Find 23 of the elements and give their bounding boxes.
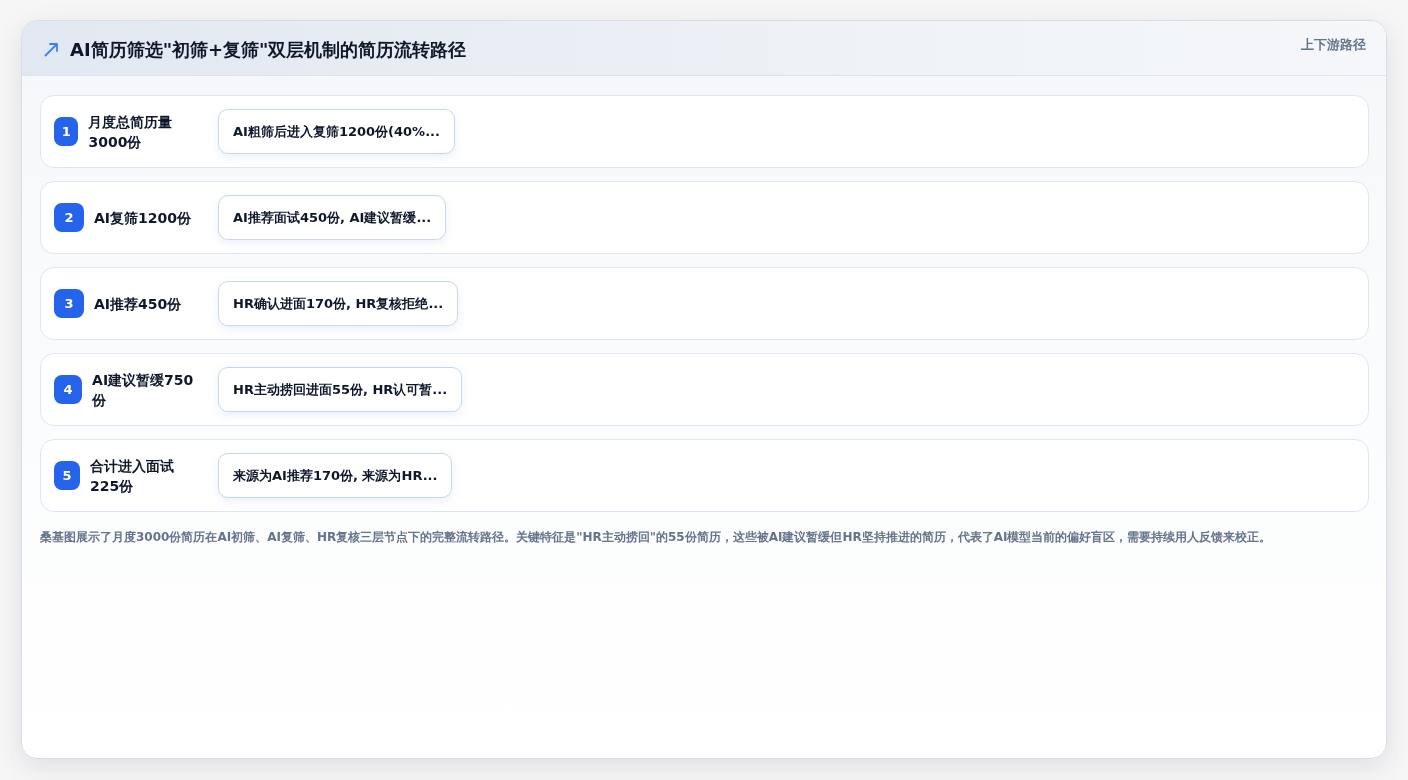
stage-row <box>40 95 1369 168</box>
stage-row <box>40 181 1369 254</box>
header-note: 上下游路径 <box>1301 36 1366 54</box>
flow-detail-chip: HR主动捞回进面55份, HR认可暂... <box>218 367 463 412</box>
flow-detail-chip: 来源为AI推荐170份, 来源为HR... <box>218 453 453 498</box>
stage-label: 月度总简历量3000份 <box>88 112 174 152</box>
stage-label: AI复筛1200份 <box>94 208 191 228</box>
stage-label: 合计进入面试225份 <box>89 456 175 496</box>
caption-text: 桑基图展示了月度3000份简历在AI初筛、AI复筛、HR复核三层节点下的完整流转路径。关键特征是"HR主动捞回"的55份简历，这些被AI建议暂缓但HR坚持推进的简历，代表了AI模型当前的偏好盲区，需要持续用人反馈来校正。 <box>40 529 1273 545</box>
flow-detail-chip: AI推荐面试450份, AI建议暂缓... <box>218 195 447 240</box>
step-number: 2 <box>54 203 84 232</box>
step-number: 4 <box>54 375 83 404</box>
chart-title: AI简历筛选"初筛+复筛"双层机制的简历流转路径 <box>70 38 467 62</box>
step-number: 1 <box>54 117 79 146</box>
stage-row <box>40 267 1369 340</box>
stage-row <box>40 439 1369 512</box>
flow-detail-chip: HR确认进面170份, HR复核拒绝... <box>218 281 459 326</box>
step-number: 3 <box>54 289 84 318</box>
stage-label: AI建议暂缓750份 <box>92 370 195 410</box>
flow-detail-chip: AI粗筛后进入复筛1200份(40%... <box>218 109 455 154</box>
stage-row <box>40 353 1369 426</box>
stage-label: AI推荐450份 <box>94 294 182 314</box>
step-number: 5 <box>54 461 80 490</box>
